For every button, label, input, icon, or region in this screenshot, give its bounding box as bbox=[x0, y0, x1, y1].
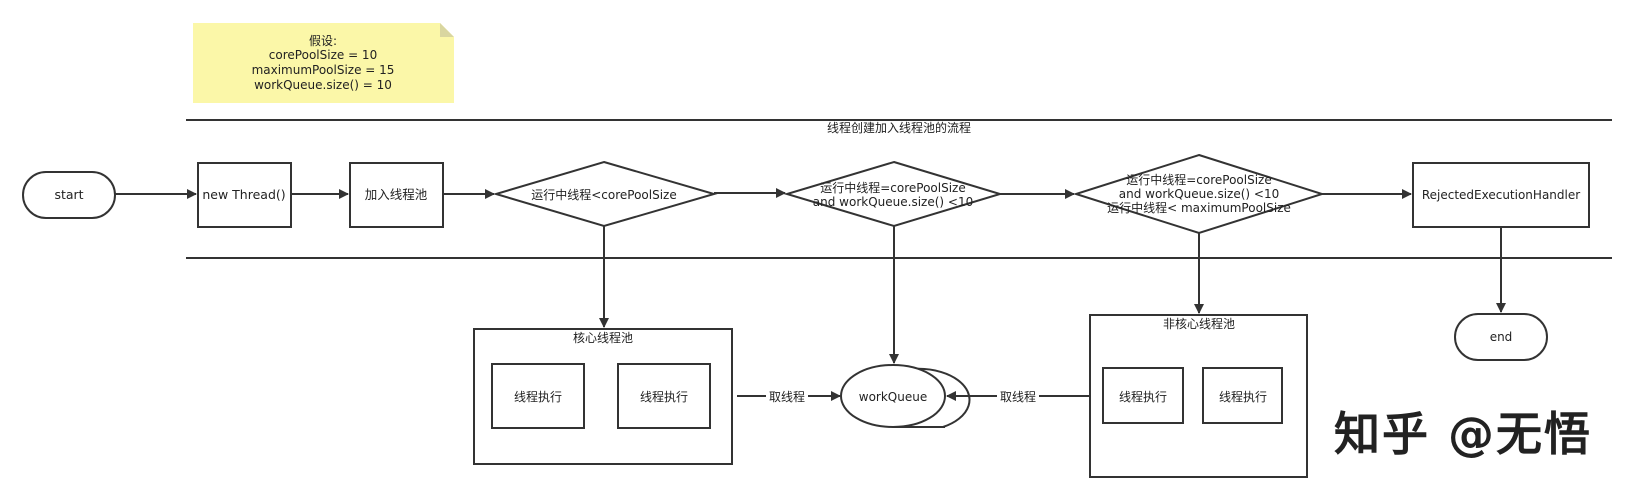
work-queue-label: workQueue bbox=[859, 390, 927, 404]
non-core-worker-1-label: 线程执行 bbox=[1119, 389, 1167, 404]
decision2-label-1: 运行中线程=corePoolSize bbox=[820, 180, 966, 195]
note-line-1: 假设: bbox=[309, 34, 337, 48]
core-worker-1-label: 线程执行 bbox=[514, 389, 562, 404]
watermark: 知乎 @无悟 bbox=[1334, 407, 1592, 461]
rejected-handler-label: RejectedExecutionHandler bbox=[1422, 188, 1580, 202]
non-core-worker-2 bbox=[1202, 367, 1283, 424]
non-core-worker-1 bbox=[1102, 367, 1184, 424]
core-worker-2-label: 线程执行 bbox=[640, 389, 688, 404]
core-pool-title: 核心线程池 bbox=[573, 330, 633, 345]
take-left-label: 取线程 bbox=[769, 389, 805, 404]
decision3-label-1: 运行中线程=corePoolSize bbox=[1126, 172, 1272, 187]
non-core-pool-title: 非核心线程池 bbox=[1163, 316, 1235, 331]
end-label: end bbox=[1490, 330, 1513, 344]
note-line-2: corePoolSize = 10 bbox=[269, 48, 377, 62]
assumption-note: 假设: corePoolSize = 10 maximumPoolSize = … bbox=[193, 23, 454, 103]
note-line-4: workQueue.size() = 10 bbox=[254, 78, 392, 92]
lane-title: 线程创建加入线程池的流程 bbox=[827, 120, 971, 135]
add-pool-node bbox=[349, 162, 444, 228]
add-pool-label: 加入线程池 bbox=[365, 187, 428, 202]
new-thread-label: new Thread() bbox=[202, 187, 285, 202]
end-node bbox=[1454, 313, 1548, 361]
decision3-label-3: 运行中线程< maximumPoolSize bbox=[1107, 200, 1291, 215]
core-worker-2 bbox=[617, 363, 711, 429]
decision3-label-2: and workQueue.size() <10 bbox=[1119, 187, 1279, 201]
take-left-label-bg bbox=[766, 388, 808, 404]
note-line-3: maximumPoolSize = 15 bbox=[252, 63, 395, 77]
note-fold bbox=[440, 23, 454, 37]
non-core-worker-2-label: 线程执行 bbox=[1219, 389, 1267, 404]
decision2-label-2: and workQueue.size() <10 bbox=[813, 195, 973, 209]
note-shape bbox=[193, 23, 454, 103]
decision1-label: 运行中线程<corePoolSize bbox=[531, 187, 677, 202]
start-label: start bbox=[54, 187, 83, 202]
core-worker-1 bbox=[491, 363, 585, 429]
take-right-label: 取线程 bbox=[1000, 389, 1036, 404]
take-right-label-bg bbox=[997, 388, 1039, 404]
